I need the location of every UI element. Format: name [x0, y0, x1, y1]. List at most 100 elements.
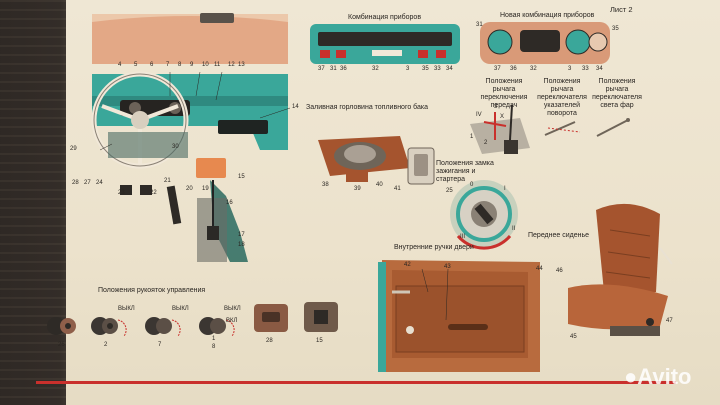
callout: 35 — [422, 66, 429, 72]
callout: 12 — [228, 62, 235, 68]
callout: 24 — [96, 180, 103, 186]
ignition-position-0: 0 — [470, 182, 474, 188]
callout: 26 — [58, 342, 65, 348]
callout: 22 — [150, 190, 157, 196]
knob-mark-on: ВКЛ — [226, 318, 238, 324]
heading-door-handles: Внутренние ручки двери — [394, 244, 474, 251]
callout: 15 — [238, 174, 245, 180]
gear-mark: 1 — [470, 134, 474, 140]
callout: 43 — [444, 264, 451, 270]
heading-fuel-neck: Заливная горловина топливного бака — [306, 104, 429, 111]
callout: 31 — [330, 66, 337, 72]
callout: 32 — [530, 66, 537, 72]
callout: 41 — [394, 186, 401, 192]
callout: 38 — [322, 182, 329, 188]
glovebox — [218, 120, 268, 134]
heading-turn-lever: Положения рычага переключателя указателе… — [537, 78, 587, 117]
callout: 29 — [70, 146, 77, 152]
callout: 33 — [582, 66, 589, 72]
callout: 34 — [446, 66, 453, 72]
callout: 6 — [150, 62, 154, 68]
ignition-position-II: II — [512, 226, 516, 232]
callout: 2 — [104, 342, 108, 348]
callout: 39 — [354, 186, 361, 192]
page-label: Лист 2 — [610, 5, 633, 14]
levers-illustration — [544, 118, 630, 137]
callout: 7 — [158, 342, 162, 348]
knob-mark-off: ВЫКЛ — [224, 306, 241, 312]
callout: 3 — [406, 66, 410, 72]
callout: 35 — [612, 26, 619, 32]
ignition-switch-illustration — [407, 147, 518, 250]
gear-mark: 2 — [484, 140, 488, 146]
pedal — [120, 185, 132, 195]
callout: 28 — [72, 180, 79, 186]
ignition-position-III: III — [460, 234, 466, 240]
callout: 17 — [238, 232, 245, 238]
callout: 21 — [164, 178, 171, 184]
callout: 33 — [434, 66, 441, 72]
avito-watermark: ●Avito — [624, 364, 692, 389]
callout: 19 — [202, 186, 209, 192]
callout: 23 — [118, 190, 125, 196]
book-spine — [0, 0, 66, 405]
callout: 34 — [596, 66, 603, 72]
fuel-neck-illustration — [318, 136, 410, 182]
callout: 8 — [178, 62, 182, 68]
knobs-illustration — [47, 302, 338, 337]
callout: 13 — [238, 62, 245, 68]
ignition-position-I: I — [504, 186, 506, 192]
heading-cluster: Комбинация приборов — [348, 14, 422, 21]
callout: 42 — [404, 262, 411, 268]
knob-mark-off: ВЫКЛ — [172, 306, 189, 312]
callout: 46 — [556, 268, 563, 274]
callout: 47 — [666, 318, 673, 324]
knob-mark-off: ВЫКЛ — [118, 306, 135, 312]
callout: 5 — [134, 62, 138, 68]
gear-lever-illustration — [470, 104, 530, 154]
heading-gear-lever: Положения рычага переключения передач — [480, 78, 528, 109]
callout: 31 — [476, 22, 483, 28]
gear-mark: 3 — [494, 104, 498, 110]
callout: 45 — [570, 334, 577, 340]
callout: 14 — [292, 104, 299, 110]
callout: 37 — [494, 66, 501, 72]
callout: 32 — [372, 66, 379, 72]
callout: 20 — [186, 186, 193, 192]
heading-knobs: Положения рукояток управления — [98, 287, 206, 294]
heading-front-seat: Переднее сиденье — [528, 232, 590, 239]
dashboard-illustration — [91, 13, 288, 262]
callout: 9 — [190, 62, 194, 68]
heading-light-lever: Положения рычага переключателя света фар — [592, 78, 642, 109]
callout: 28 — [266, 338, 273, 344]
callout: 27 — [84, 180, 91, 186]
callout: 7 — [166, 62, 170, 68]
callout: 15 — [316, 338, 323, 344]
callout: 3 — [568, 66, 572, 72]
callout: 8 — [212, 344, 216, 350]
callout: 40 — [376, 182, 383, 188]
callout: 11 — [214, 62, 221, 68]
heading-ignition: Положения замка зажигания и стартера — [436, 160, 494, 183]
callout: 36 — [340, 66, 347, 72]
door-illustration — [378, 260, 540, 372]
bottom-red-rule — [36, 381, 676, 384]
gear-console — [196, 158, 226, 178]
gear-mark: IV — [476, 112, 482, 118]
callout: 25 — [446, 188, 453, 194]
rear-view-mirror — [200, 13, 234, 23]
heading-new-cluster: Новая комбинация приборов — [500, 12, 595, 19]
callout: 18 — [238, 242, 245, 248]
callout: 10 — [202, 62, 209, 68]
callout: 1 — [212, 336, 216, 342]
callout: 36 — [510, 66, 517, 72]
new-cluster-illustration — [480, 22, 610, 64]
gear-mark: X — [500, 114, 505, 120]
callout: 4 — [118, 62, 122, 68]
avito-logo-icon: ● — [624, 364, 638, 389]
callout: 44 — [536, 266, 543, 272]
callout: 16 — [226, 200, 233, 206]
cluster-illustration — [310, 24, 460, 64]
